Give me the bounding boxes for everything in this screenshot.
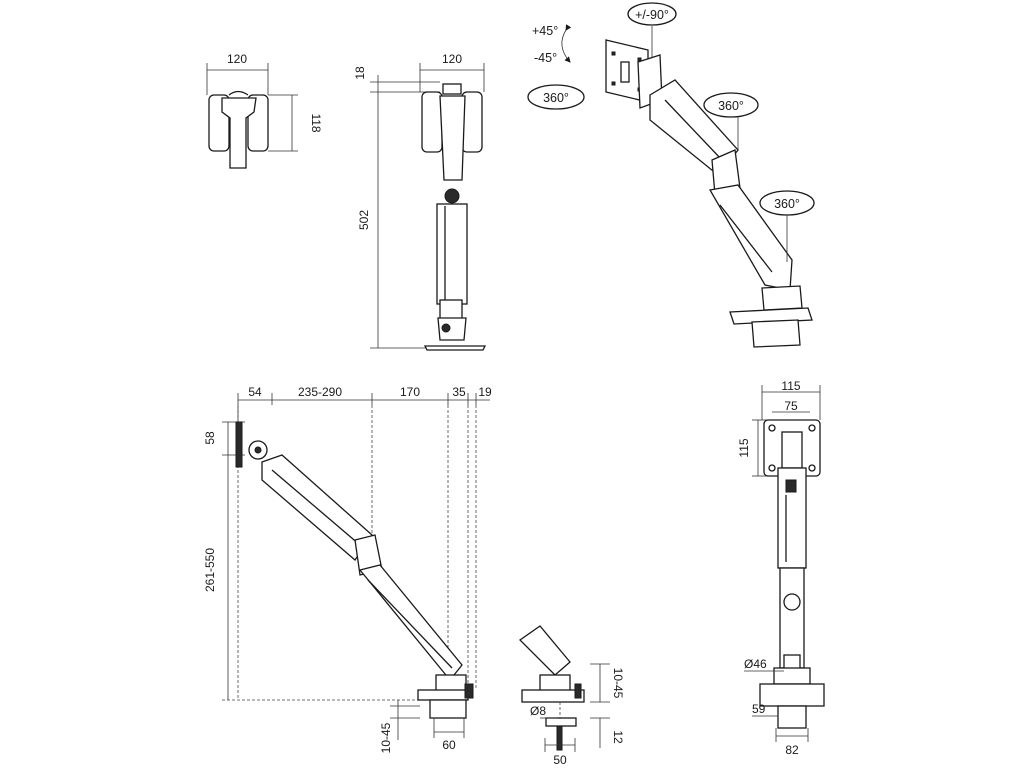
dim-width: 120 [442, 52, 462, 66]
dim-60: 60 [442, 738, 456, 752]
dim-10-45: 10-45 [611, 668, 625, 699]
dim-19: 19 [478, 385, 492, 399]
dim-75: 75 [784, 399, 798, 413]
dim-35: 35 [452, 385, 466, 399]
rotation-label: 360° [774, 197, 800, 211]
dim-82: 82 [785, 743, 799, 757]
rotation-label: 360° [718, 99, 744, 113]
dim-59: 59 [752, 702, 766, 716]
dim-10-45: 10-45 [379, 722, 393, 753]
dim-d8: Ø8 [530, 704, 546, 718]
dim-width: 120 [227, 52, 247, 66]
front-view: 115 75 115 Ø46 59 82 [737, 379, 825, 757]
rotation-label: +/-90° [635, 8, 669, 22]
dim-height: 502 [357, 210, 371, 230]
profile-view: 54 235-290 170 35 19 58 261-550 [203, 385, 492, 753]
dim-235: 235-290 [298, 385, 342, 399]
dim-261: 261-550 [203, 548, 217, 592]
dim-54: 54 [248, 385, 262, 399]
dim-d46: Ø46 [744, 657, 767, 671]
dim-115h: 115 [737, 438, 751, 457]
dim-height: 118 [309, 113, 323, 132]
iso-view: +45° -45° +/-90° 360° 360° 360° [527, 2, 815, 348]
dim-170: 170 [400, 385, 420, 399]
top-view: 120 118 [206, 52, 323, 169]
rotation-label: -45° [534, 51, 557, 65]
dim-top-offset: 18 [353, 66, 367, 80]
side-view: 120 18 502 [353, 52, 487, 351]
dim-50: 50 [553, 753, 567, 767]
dim-12: 12 [611, 730, 625, 744]
rotation-label: 360° [543, 91, 569, 105]
rotation-label: +45° [532, 24, 558, 38]
clamp-view: 10-45 12 Ø8 50 [518, 625, 625, 767]
dim-115w: 115 [781, 379, 800, 393]
dim-58: 58 [203, 431, 217, 445]
